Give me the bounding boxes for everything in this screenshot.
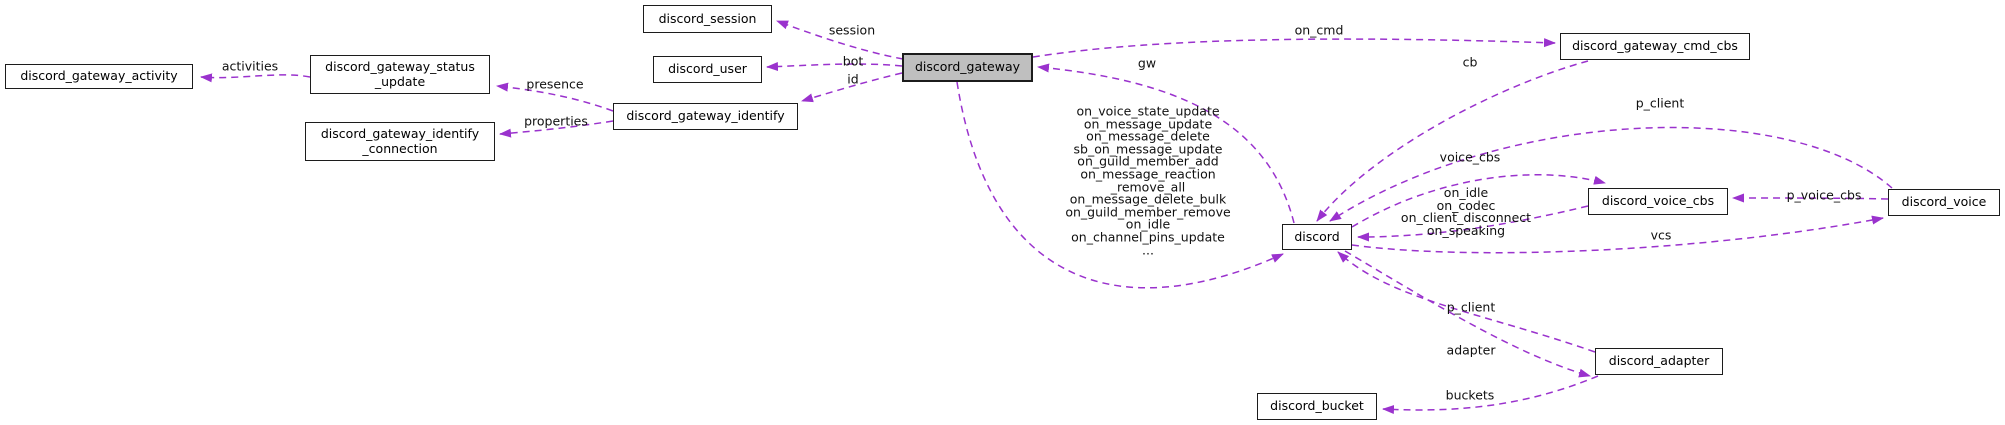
node-discord-session[interactable]: discord_session (643, 5, 772, 33)
node-discord-gateway-cmd-cbs[interactable]: discord_gateway_cmd_cbs (1560, 33, 1750, 60)
edge-buckets (1382, 375, 1599, 415)
edge-on-cmd (1032, 38, 1556, 58)
edge-gw (1037, 63, 1295, 224)
edge-voice-cbs (1351, 174, 1606, 228)
node-discord-user[interactable]: discord_user (653, 56, 762, 83)
node-discord-voice[interactable]: discord_voice (1888, 189, 2000, 216)
edge-properties (499, 120, 614, 138)
node-discord[interactable]: discord (1282, 224, 1352, 250)
edge-cb (1316, 60, 1589, 222)
edge-p-voice-cbs (1732, 193, 1889, 203)
edge-p-client-adapter (1337, 251, 1596, 353)
edge-session (776, 20, 904, 60)
edge-callbacks (956, 81, 1284, 289)
node-discord-gateway-current: discord_gateway (902, 53, 1033, 82)
edge-bot (766, 62, 903, 72)
node-discord-gateway-identify[interactable]: discord_gateway_identify (613, 103, 798, 130)
edge-p-client-voice (1329, 126, 1893, 222)
node-discord-bucket[interactable]: discord_bucket (1257, 393, 1377, 420)
node-discord-adapter[interactable]: discord_adapter (1595, 348, 1723, 375)
node-discord-gateway-identify-connection[interactable]: discord_gateway_identify _connection (305, 122, 495, 161)
edge-voice-callbacks (1357, 205, 1589, 242)
edge-vcs (1351, 215, 1884, 254)
node-discord-gateway-status-update[interactable]: discord_gateway_status _update (310, 55, 490, 94)
edge-activities (200, 73, 311, 83)
node-discord-gateway-activity[interactable]: discord_gateway_activity (5, 64, 193, 89)
node-discord-voice-cbs[interactable]: discord_voice_cbs (1588, 188, 1728, 215)
edge-adapter (1344, 250, 1591, 378)
edge-presence (496, 82, 614, 112)
edge-id (801, 72, 903, 103)
